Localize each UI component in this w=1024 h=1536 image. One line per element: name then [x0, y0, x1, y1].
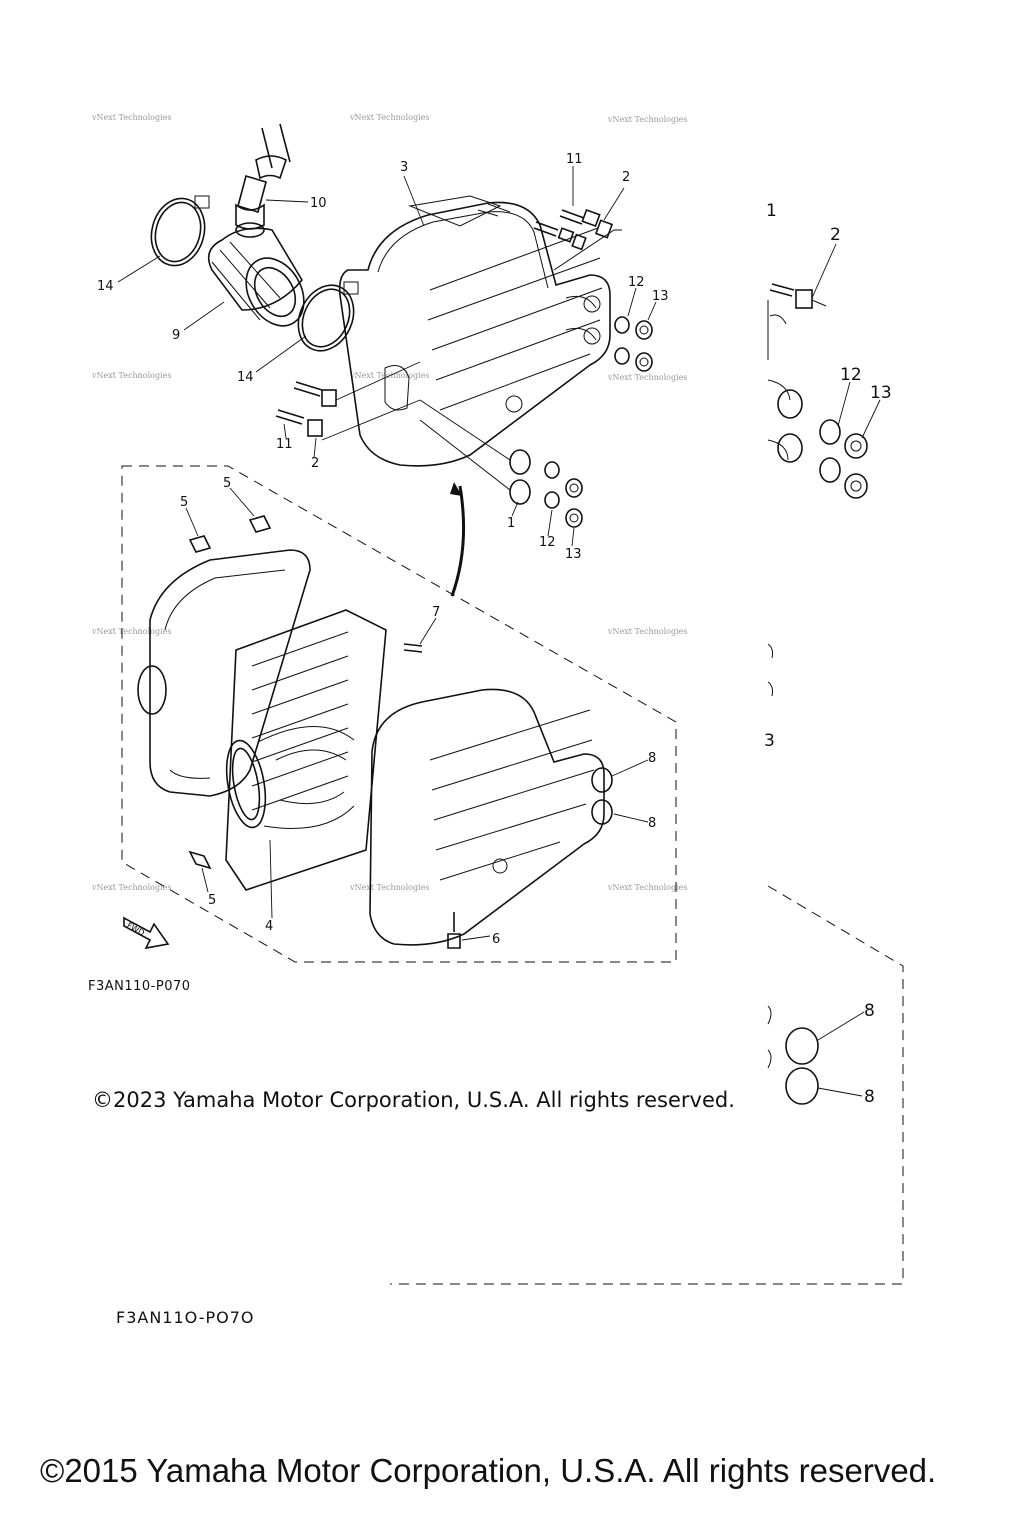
- diagram-code-enlarged: F3AN11O-PO7O: [116, 1308, 255, 1327]
- intake-hose: [237, 123, 291, 214]
- filter-element: [225, 609, 387, 891]
- drain-plug: [447, 912, 461, 949]
- callout-11: 11: [276, 437, 293, 452]
- clips: [188, 515, 272, 870]
- watermark: vNext Technologies: [349, 113, 429, 122]
- joint-part: [235, 203, 265, 238]
- callouts: 3 11 2 10 14 12 13 9 14 11 2 1 12 13 5 5…: [97, 152, 892, 1107]
- callout-8: 8: [648, 751, 656, 766]
- assembly-arrow-head: [450, 482, 462, 496]
- callout-11: 11: [566, 152, 583, 167]
- bolts-top-right: [533, 208, 622, 271]
- watermark: vNext Technologies: [607, 115, 687, 124]
- callout-6: 6: [492, 932, 500, 947]
- copyright-2015: ©2015 Yamaha Motor Corporation, U.S.A. A…: [40, 1452, 937, 1489]
- watermarks: vNext Technologies vNext Technologies vN…: [91, 113, 687, 892]
- hose-clamp: [297, 281, 359, 352]
- assembly-arrow: [450, 485, 466, 597]
- callout-14: 14: [97, 279, 114, 294]
- callout-2: 2: [622, 170, 630, 185]
- watermark: vNext Technologies: [91, 627, 171, 636]
- intake-funnel: [225, 726, 355, 829]
- exploded-case-right: [369, 688, 605, 946]
- fwd-label: FWD: [125, 921, 146, 938]
- callout-13: 13: [652, 289, 669, 304]
- callout-7: 7: [432, 605, 440, 620]
- callout-3: 3: [400, 160, 408, 175]
- callout-9: 9: [172, 328, 180, 343]
- watermark: vNext Technologies: [607, 883, 687, 892]
- grommets-8: [591, 767, 613, 825]
- callout-8: 8: [648, 816, 656, 831]
- callout-14: 14: [237, 370, 254, 385]
- exploded-view-boundary: [121, 465, 677, 963]
- copyright-2023: ©2023 Yamaha Motor Corporation, U.S.A. A…: [92, 1088, 735, 1112]
- callout-10: 10: [310, 196, 327, 211]
- intake-duct: [207, 227, 305, 327]
- callout-13: 13: [870, 383, 892, 403]
- leader-lines: [117, 166, 881, 1097]
- callout-12: 12: [539, 535, 556, 550]
- enlarged-overlay: [390, 283, 904, 1285]
- callout-1: 1: [507, 516, 515, 531]
- watermark: vNext Technologies: [607, 373, 687, 382]
- hose-clamp: [150, 195, 210, 267]
- fwd-arrow: FWD: [123, 916, 170, 950]
- watermark: vNext Technologies: [91, 371, 171, 380]
- callout-5: 5: [180, 495, 188, 510]
- callout-13: 13: [565, 547, 582, 562]
- callout-2: 2: [311, 456, 319, 471]
- grommets-lower: [419, 399, 583, 528]
- diagram-code: F3AN110-P070: [88, 979, 191, 994]
- exploded-case-left: [137, 549, 311, 797]
- callout-12: 12: [840, 365, 862, 385]
- watermark: vNext Technologies: [607, 627, 687, 636]
- air-cleaner-case: [338, 195, 611, 467]
- screw: [403, 643, 423, 653]
- callout-5: 5: [208, 893, 216, 908]
- bolts-left: [275, 361, 421, 441]
- callout-8: 8: [864, 1087, 875, 1107]
- callout-2: 2: [830, 225, 841, 245]
- callout-5: 5: [223, 476, 231, 491]
- callout-4: 4: [265, 919, 273, 934]
- watermark: vNext Technologies: [91, 883, 171, 892]
- callout-12: 12: [628, 275, 645, 290]
- callout-1: 1: [766, 201, 777, 221]
- watermark: vNext Technologies: [349, 883, 429, 892]
- callout-3-fragment: 3: [764, 731, 775, 751]
- washers-nuts-right: [614, 316, 653, 372]
- callout-8: 8: [864, 1001, 875, 1021]
- watermark: vNext Technologies: [91, 113, 171, 122]
